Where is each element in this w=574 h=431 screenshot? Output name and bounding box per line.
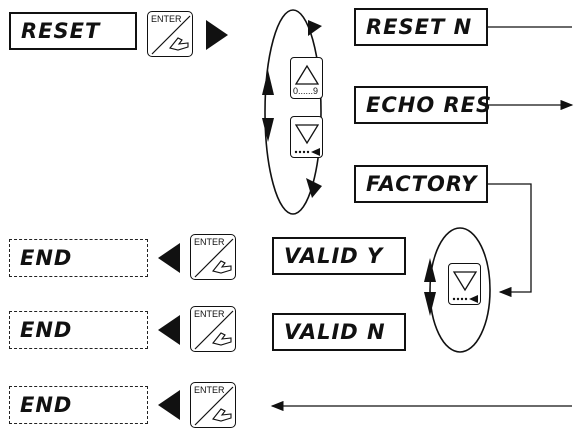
left-triangle-icon	[158, 390, 180, 420]
valid-n-text: VALID N	[284, 320, 386, 344]
enter-key-bottom[interactable]: ENTER	[190, 382, 236, 428]
enter-hand-icon	[194, 238, 234, 278]
factory-text: FACTORY	[366, 172, 478, 196]
enter-key-valid-n[interactable]: ENTER	[190, 306, 236, 352]
vloop-arrow-top	[424, 258, 436, 282]
valid-n-display: VALID N	[272, 313, 406, 351]
vloop-arrow-bottom	[424, 292, 436, 316]
factory-display: FACTORY	[354, 165, 488, 203]
left-triangle-icon	[158, 315, 180, 345]
up-key[interactable]: 0......9	[290, 57, 323, 99]
loop-arrow-bottom	[262, 118, 274, 142]
reset-n-text: RESET N	[366, 15, 473, 39]
up-range-label: 0......9	[293, 86, 319, 96]
end-display-3: END	[9, 386, 148, 424]
enter-hand-icon	[194, 386, 234, 426]
loop-arrow-to-reset	[308, 20, 322, 36]
echo-res-text: ECHO RES	[366, 93, 493, 117]
factory-line	[488, 183, 532, 298]
reset-n-display: RESET N	[354, 8, 488, 46]
enter-hand-icon	[194, 310, 234, 350]
end-text-2: END	[20, 318, 73, 342]
up-arrow-key-icon	[294, 64, 320, 85]
enter-hand-icon	[151, 15, 191, 55]
end-display-1: END	[9, 239, 148, 277]
loop-arrow-top	[262, 70, 274, 95]
validate-loop	[429, 227, 491, 353]
right-triangle-icon	[206, 20, 228, 50]
loop-arrow-to-factory	[306, 178, 322, 198]
enter-key-label: ENTER	[194, 237, 225, 247]
down-key-validate[interactable]	[448, 263, 481, 305]
down-arrow-key-icon	[294, 124, 320, 156]
valid-y-display: VALID Y	[272, 237, 406, 275]
reset-display-text: RESET	[21, 19, 101, 43]
down-arrow-key-icon	[452, 271, 478, 303]
selection-loop	[264, 9, 322, 215]
enter-key-valid-y[interactable]: ENTER	[190, 234, 236, 280]
enter-key-top[interactable]: ENTER	[147, 11, 193, 57]
end-text-1: END	[20, 246, 73, 270]
reset-display: RESET	[9, 12, 137, 50]
echo-res-display: ECHO RES	[354, 86, 491, 124]
down-key[interactable]	[290, 116, 323, 158]
end-text-3: END	[20, 393, 73, 417]
enter-key-label: ENTER	[194, 385, 225, 395]
valid-y-text: VALID Y	[284, 244, 384, 268]
enter-key-label: ENTER	[151, 14, 182, 24]
enter-key-label: ENTER	[194, 309, 225, 319]
end-display-2: END	[9, 311, 148, 349]
left-triangle-icon	[158, 243, 180, 273]
